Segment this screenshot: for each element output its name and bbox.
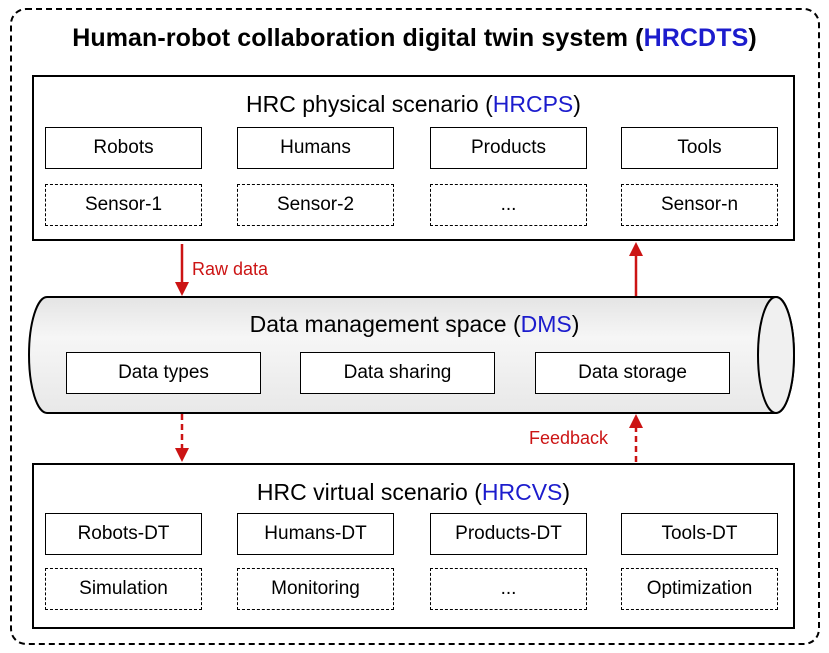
entity-products: Products xyxy=(430,127,587,169)
physical-scenario-acronym: HRCPS xyxy=(492,91,574,117)
dms-acronym: DMS xyxy=(520,311,572,337)
dms-data-sharing: Data sharing xyxy=(300,352,495,394)
virtual-scenario-title: HRC virtual scenario (HRCVS) xyxy=(256,479,571,505)
raw-data-label: Raw data xyxy=(192,259,269,279)
virtual-scenario-acronym: HRCVS xyxy=(481,479,563,505)
dms-data-storage: Data storage xyxy=(535,352,730,394)
raw-data-arrow xyxy=(175,244,189,296)
sensor-n: Sensor-n xyxy=(621,184,778,226)
sensor-ellipsis: ... xyxy=(430,184,587,226)
entity-products-dt: Products-DT xyxy=(430,513,587,555)
dms-title: Data management space (DMS) xyxy=(249,311,580,337)
entity-tools: Tools xyxy=(621,127,778,169)
physical-scenario-title: HRC physical scenario (HRCPS) xyxy=(246,91,581,117)
system-boundary xyxy=(10,8,820,645)
entity-robots-dt: Robots-DT xyxy=(45,513,202,555)
function-optimization: Optimization xyxy=(621,568,778,610)
entity-tools-dt: Tools-DT xyxy=(621,513,778,555)
feedback-dashed-arrow xyxy=(629,414,643,462)
system-acronym: HRCDTS xyxy=(643,24,749,52)
function-ellipsis: ... xyxy=(430,568,587,610)
entity-humans: Humans xyxy=(237,127,394,169)
system-title: Human-robot collaboration digital twin s… xyxy=(72,24,757,52)
feedback-label: Feedback xyxy=(529,428,609,448)
function-simulation: Simulation xyxy=(45,568,202,610)
entity-robots: Robots xyxy=(45,127,202,169)
dms-data-types: Data types xyxy=(66,352,261,394)
sensor-1: Sensor-1 xyxy=(45,184,202,226)
entity-humans-dt: Humans-DT xyxy=(237,513,394,555)
data-down-dashed-arrow xyxy=(175,414,189,462)
function-monitoring: Monitoring xyxy=(237,568,394,610)
sensor-2: Sensor-2 xyxy=(237,184,394,226)
control-up-arrow xyxy=(629,242,643,296)
